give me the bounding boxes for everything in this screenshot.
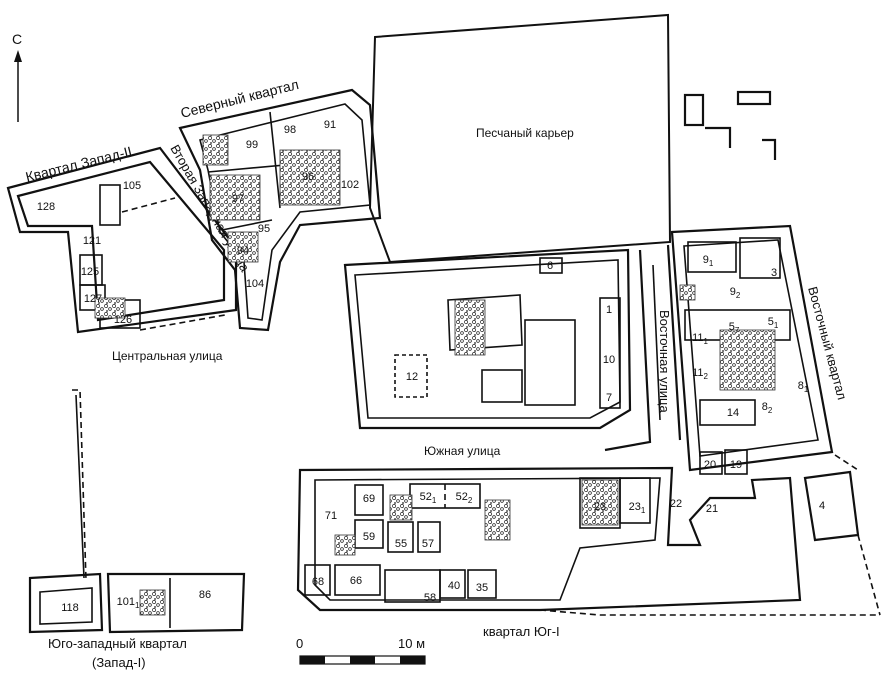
room-57: 57: [422, 538, 434, 550]
room-104: 104: [246, 278, 264, 290]
room-9-1: 91: [703, 254, 714, 268]
east-street-label: Восточная улица: [657, 310, 672, 413]
room-105: 105: [123, 180, 141, 192]
southwest-quarter-label-1: Юго-западный квартал: [48, 636, 187, 651]
room-14: 14: [727, 407, 739, 419]
room-5-7: 57: [729, 321, 740, 335]
room-23: 23: [594, 501, 606, 513]
north-arrow-icon: [14, 50, 22, 122]
room-9-2: 92: [730, 286, 741, 300]
south-street-label: Южная улица: [424, 444, 501, 458]
north-quarter-walls: [178, 88, 382, 332]
room-95: 95: [258, 223, 270, 235]
room-1: 1: [606, 304, 612, 316]
room-126: 126: [114, 314, 132, 326]
room-86: 86: [199, 589, 211, 601]
sand-quarry-label: Песчаный карьер: [476, 126, 574, 140]
room-35: 35: [476, 582, 488, 594]
scale-zero: 0: [296, 636, 303, 651]
room-55: 55: [395, 538, 407, 550]
scale-ten: 10 м: [398, 636, 425, 651]
room-98: 98: [284, 124, 296, 136]
east-quarter-walls: [670, 90, 881, 616]
room-19: 19: [730, 459, 742, 471]
room-7: 7: [606, 392, 612, 404]
room-52-2: 522: [456, 491, 473, 505]
room-8-2: 82: [762, 401, 773, 415]
room-59: 59: [363, 531, 375, 543]
north-label: С: [12, 31, 22, 47]
room-10: 10: [603, 354, 615, 366]
room-101: 1011: [117, 596, 140, 610]
south-quarter-1-label: квартал Юг-I: [483, 624, 560, 639]
room-66: 66: [350, 575, 362, 587]
southwest-quarter-label-2: (Запад-I): [92, 655, 146, 670]
room-12: 12: [406, 371, 418, 383]
room-21: 21: [706, 503, 718, 515]
room-96: 96: [302, 171, 314, 183]
room-97: 97: [232, 193, 244, 205]
room-22: 22: [670, 498, 682, 510]
room-118: 118: [61, 602, 79, 614]
quarter-west-2-label: Квартал Запад-II: [24, 143, 134, 185]
room-6: 6: [547, 260, 553, 272]
room-121: 121: [83, 235, 101, 247]
room-3: 3: [771, 267, 777, 279]
room-71: 71: [325, 510, 337, 522]
room-128: 128: [37, 201, 55, 213]
room-11-1: 111: [692, 332, 708, 346]
room-40: 40: [448, 580, 460, 592]
room-68: 68: [312, 576, 324, 588]
room-58: 58: [424, 592, 436, 604]
room-8-1: 81: [798, 380, 809, 394]
central-block-walls: [343, 248, 632, 430]
room-102: 102: [341, 179, 359, 191]
east-street-walls: [604, 244, 682, 452]
quarter-west-2-walls: [6, 146, 238, 334]
room-11-2: 112: [692, 367, 708, 381]
southwest-quarter-walls: [28, 389, 246, 634]
sand-quarry: [368, 13, 672, 264]
room-127: 127: [84, 293, 102, 305]
room-4: 4: [819, 500, 825, 512]
south-quarter-1-walls: [296, 466, 880, 616]
room-91: 91: [324, 119, 336, 131]
room-69: 69: [363, 493, 375, 505]
room-99: 99: [246, 139, 258, 151]
central-street-label: Центральная улица: [112, 349, 223, 363]
room-20: 20: [704, 459, 716, 471]
room-52-1: 521: [420, 491, 437, 505]
room-94: 94: [237, 245, 249, 257]
room-23-1: 231: [629, 501, 646, 515]
room-5-1: 51: [768, 316, 779, 330]
scale-bar: [299, 655, 426, 665]
room-125: 125: [81, 266, 99, 278]
